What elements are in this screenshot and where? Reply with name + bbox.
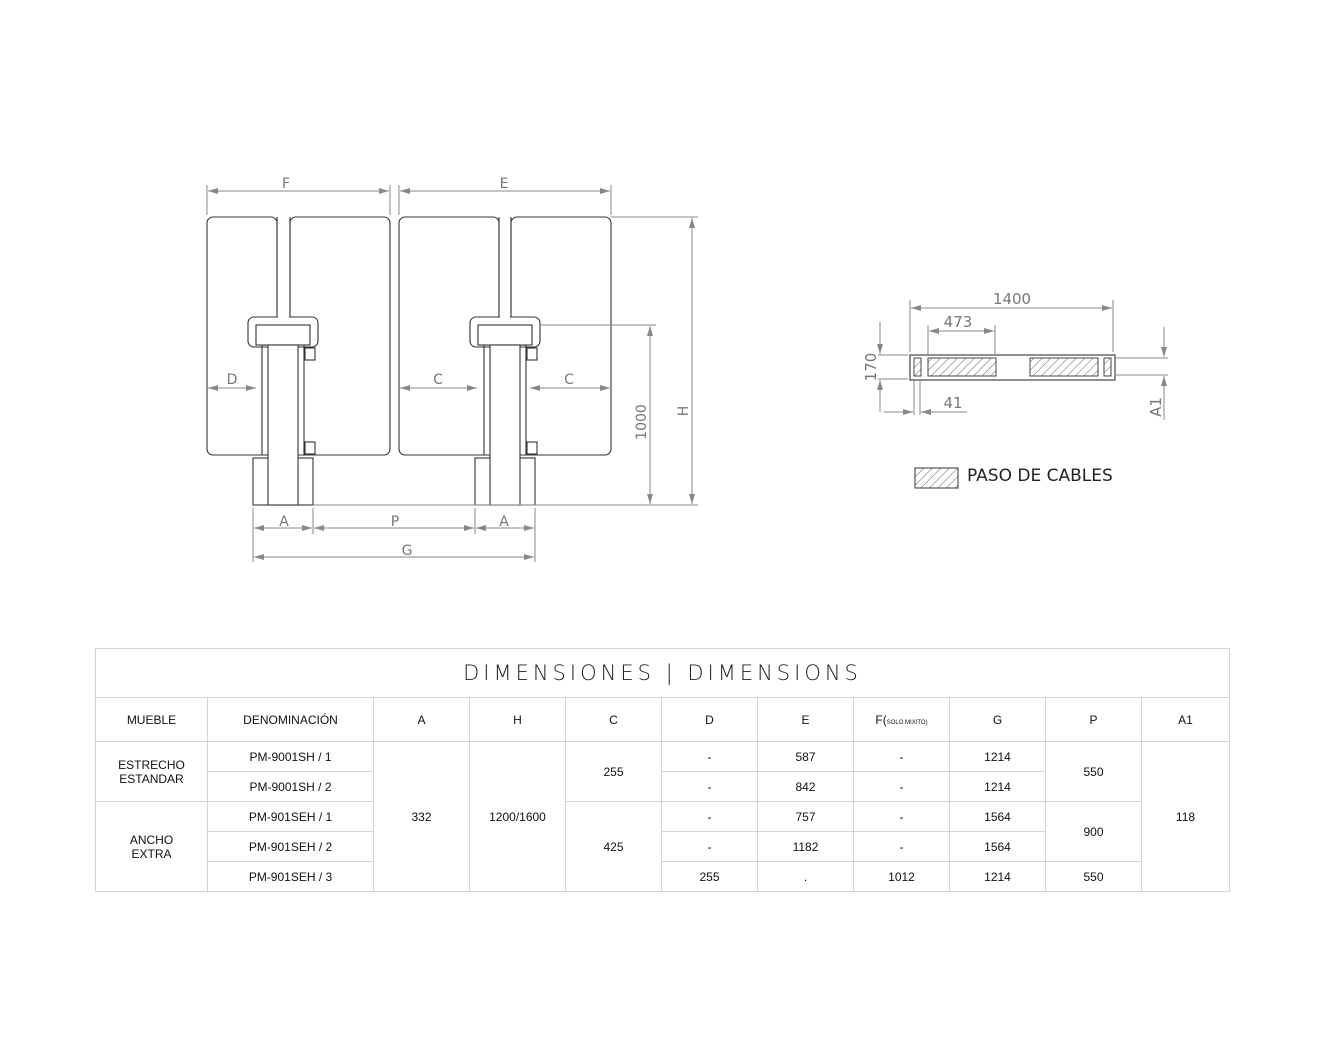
dim-label-41: 41 xyxy=(943,394,962,412)
dim-label-A-left: A xyxy=(279,514,289,530)
legend-label: PASO DE CABLES xyxy=(967,466,1113,486)
f-cell: - xyxy=(853,741,950,772)
dim-label-E: E xyxy=(500,176,509,192)
header-denominacion: DENOMINACIÓN xyxy=(207,697,374,742)
d-cell: 255 xyxy=(661,861,758,892)
g-cell: 1564 xyxy=(949,831,1046,862)
header-d: D xyxy=(661,697,758,742)
c-cell: 255 xyxy=(565,741,662,802)
a1-cell: 118 xyxy=(1141,741,1230,892)
dimensions-table: DIMENSIONES | DIMENSIONS MUEBLE DENOMINA… xyxy=(95,648,1230,892)
g-cell: 1214 xyxy=(949,861,1046,892)
dim-label-C-right: C xyxy=(564,372,574,388)
table-row: PM-9001SH / 2 - 842 - 1214 xyxy=(96,771,1230,802)
denominacion-cell: PM-901SEH / 2 xyxy=(207,831,374,862)
denominacion-cell: PM-9001SH / 2 xyxy=(207,771,374,802)
dim-label-473: 473 xyxy=(944,313,973,331)
p-cell: 550 xyxy=(1045,741,1142,802)
e-cell: . xyxy=(757,861,854,892)
f-cell: - xyxy=(853,831,950,862)
e-cell: 1182 xyxy=(757,831,854,862)
dim-label-F: F xyxy=(282,176,290,192)
d-cell: - xyxy=(661,801,758,832)
denominacion-cell: PM-901SEH / 3 xyxy=(207,861,374,892)
header-mueble: MUEBLE xyxy=(95,697,208,742)
f-cell: - xyxy=(853,801,950,832)
f-cell: 1012 xyxy=(853,861,950,892)
dim-label-A-right: A xyxy=(499,514,509,530)
g-cell: 1564 xyxy=(949,801,1046,832)
header-e: E xyxy=(757,697,854,742)
table-row: PM-901SEH / 2 - 1182 - 1564 xyxy=(96,831,1230,862)
dimension-lines xyxy=(206,185,698,562)
table-row: PM-901SEH / 3 255 . 1012 1214 550 xyxy=(96,861,1230,892)
a-cell: 332 xyxy=(373,741,470,892)
dim-label-1400: 1400 xyxy=(993,290,1031,308)
header-c: C xyxy=(565,697,662,742)
c-cell: 425 xyxy=(565,801,662,892)
g-cell: 1214 xyxy=(949,741,1046,772)
table-title: DIMENSIONES | DIMENSIONS xyxy=(95,648,1230,698)
header-h: H xyxy=(469,697,566,742)
header-g: G xyxy=(949,697,1046,742)
dim-label-D: D xyxy=(227,372,238,388)
table-header-row: MUEBLE DENOMINACIÓN A H C D E F(SOLO MIX… xyxy=(95,697,1230,742)
g-cell: 1214 xyxy=(949,771,1046,802)
dim-label-G: G xyxy=(402,543,413,559)
h-cell: 1200/1600 xyxy=(469,741,566,892)
e-cell: 587 xyxy=(757,741,854,772)
hatch-legend-swatch xyxy=(914,467,959,489)
dim-label-H: H xyxy=(676,406,692,417)
denominacion-cell: PM-901SEH / 1 xyxy=(207,801,374,832)
header-a: A xyxy=(373,697,470,742)
p-cell: 900 xyxy=(1045,801,1142,862)
technical-drawing: F E D C C A P A G 1000 H 1400 473 41 170… xyxy=(206,176,1168,562)
dim-label-P: P xyxy=(391,514,399,530)
desk-assembly-right xyxy=(398,216,612,506)
d-cell: - xyxy=(661,771,758,802)
desk-assembly-left xyxy=(206,216,391,506)
dim-label-1000: 1000 xyxy=(634,404,650,440)
header-p: P xyxy=(1045,697,1142,742)
f-cell: - xyxy=(853,771,950,802)
p-cell: 550 xyxy=(1045,861,1142,892)
d-cell: - xyxy=(661,831,758,862)
top-view: 1400 473 41 170 A1 xyxy=(862,290,1168,420)
d-cell: - xyxy=(661,741,758,772)
header-f: F(SOLO MIXITO) xyxy=(853,697,950,742)
header-a1: A1 xyxy=(1141,697,1230,742)
e-cell: 842 xyxy=(757,771,854,802)
front-view: F E D C C A P A G 1000 H xyxy=(206,176,698,562)
dim-label-A1: A1 xyxy=(1147,397,1165,417)
dim-label-170: 170 xyxy=(862,353,880,382)
denominacion-cell: PM-9001SH / 1 xyxy=(207,741,374,772)
e-cell: 757 xyxy=(757,801,854,832)
dim-label-C-left: C xyxy=(433,372,443,388)
